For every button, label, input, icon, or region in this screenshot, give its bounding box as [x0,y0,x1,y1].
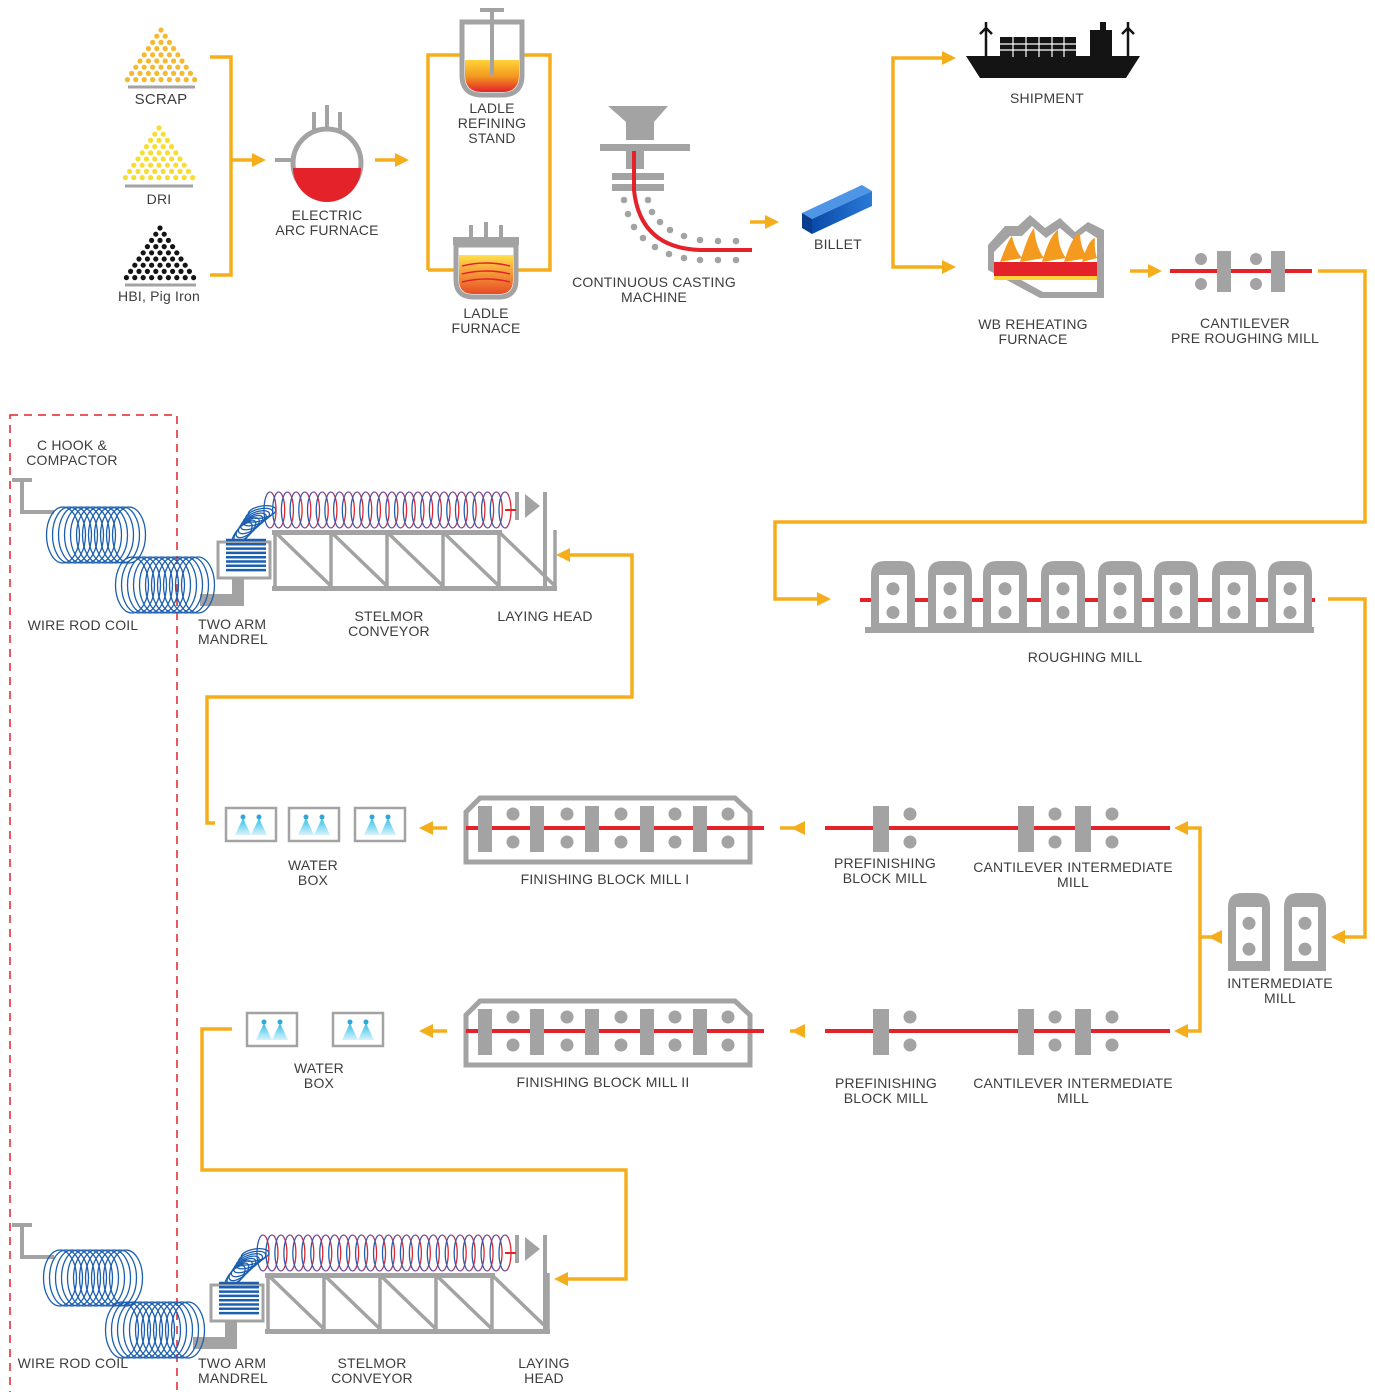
wire-rod-coil-2-label: WIRE ROD COIL [17,1355,129,1371]
billet-label: BILLET [814,236,862,252]
finishing-block-mill-2 [463,998,764,1068]
scrap-label: SCRAP [134,91,188,108]
reheating-furnace-icon [988,215,1104,298]
stelmor-line-1 [200,491,557,606]
mandrel-1-label: TWO ARM MANDREL [198,616,268,647]
prefinishing-1-label: PREFINISHING BLOCK MILL [834,855,936,886]
shipment-label: SHIPMENT [1010,90,1084,106]
flow-lines [200,53,1367,1281]
scrap-pile-icon [124,27,198,83]
lrs-label: LADLE REFINING STAND [457,100,527,146]
finishing-2-label: FINISHING BLOCK MILL II [516,1074,690,1090]
prefinishing-block-mill-2 [825,1009,985,1055]
c-hook-area-boundary [9,414,178,1392]
roughing-label: ROUGHING MILL [1027,649,1143,665]
ship-icon [966,22,1140,78]
laying-head-2-label: LAYING HEAD [518,1355,570,1386]
c-hook-icon [12,478,216,614]
reheating-label: WB REHEATING FURNACE [978,316,1088,347]
mandrel-2-label: TWO ARM MANDREL [198,1355,268,1386]
electric-arc-furnace-icon [275,105,364,202]
ladle-furnace-icon [453,222,519,300]
intermediate-label: INTERMEDIATE MILL [1227,975,1333,1006]
cantilever-intermediate-mill-2 [980,1009,1170,1055]
c-hook-icon-2 [12,1223,206,1359]
dri-label: DRI [146,191,172,207]
roughing-mill-base [865,627,1314,633]
cantilever-2-label: CANTILEVER INTERMEDIATE MILL [973,1075,1173,1106]
hbi-label: HBI, Pig Iron [118,288,200,304]
billet-icon [802,185,872,234]
cantilever-1-label: CANTILEVER INTERMEDIATE MILL [973,859,1173,890]
finishing-block-mill-1 [463,795,764,865]
roughing-mill-stands [871,561,1312,627]
stelmor-2-label: STELMOR CONVEYOR [331,1355,413,1386]
ladle-furnace-label: LADLE FURNACE [451,305,521,336]
pre-roughing-label: CANTILEVER PRE ROUGHING MILL [1170,315,1320,346]
flow-arrowheads [252,51,1345,1286]
c-hook-label: C HOOK & COMPACTOR [26,437,118,468]
cantilever-intermediate-mill-1 [980,806,1170,852]
stelmor-1-label: STELMOR CONVEYOR [348,608,430,639]
eaf-label: ELECTRIC ARC FURNACE [275,207,379,238]
pre-roughing-mill-icon [1170,251,1312,292]
ladle-refining-stand-icon [459,8,525,98]
prefinishing-block-mill-1 [825,806,985,852]
finishing-1-label: FINISHING BLOCK MILL I [520,871,690,887]
continuous-casting-machine-icon [600,106,752,264]
dri-pile-icon [122,125,196,181]
hbi-pile-icon [123,225,197,281]
water-boxes [224,806,407,1048]
ccm-label: CONTINUOUS CASTING MACHINE [572,274,736,305]
stelmor-line-2 [193,1234,550,1349]
wire-rod-coil-1-label: WIRE ROD COIL [27,617,139,633]
water-box-2-label: WATER BOX [294,1060,344,1091]
laying-head-1-label: LAYING HEAD [497,608,593,624]
intermediate-mill-stands [1228,893,1326,971]
water-box-1-label: WATER BOX [288,857,338,888]
prefinishing-2-label: PREFINISHING BLOCK MILL [835,1075,937,1106]
